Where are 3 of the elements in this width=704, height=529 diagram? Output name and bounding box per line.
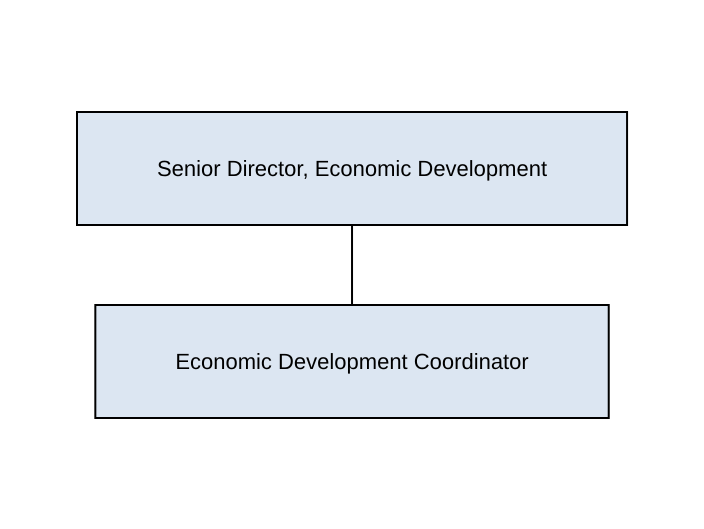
node-box: Senior Director, Economic Development [76,110,628,226]
node-box: Economic Development Coordinator [94,304,610,418]
connector [351,224,353,304]
